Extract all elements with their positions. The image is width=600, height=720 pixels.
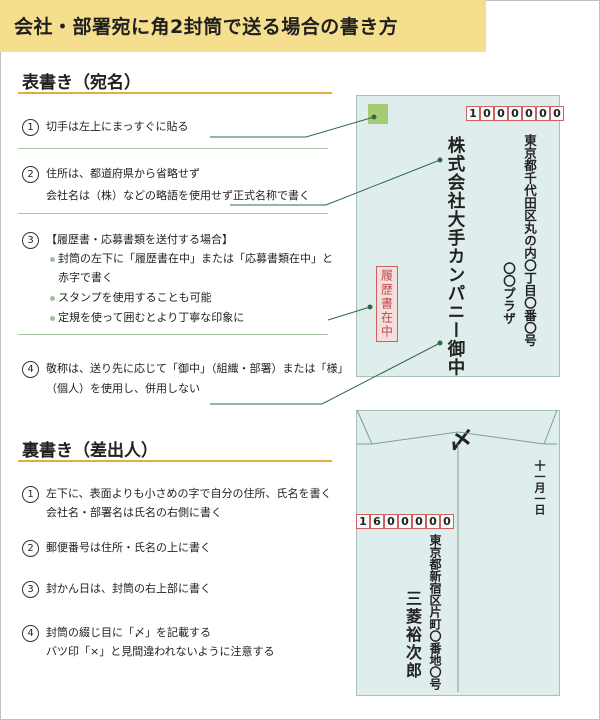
bullet-dot — [50, 257, 55, 262]
back-item-1-line-1: 左下に、表面よりも小さめの字で自分の住所、氏名を書く — [46, 487, 332, 500]
postal-digit: 0 — [494, 106, 508, 121]
front-item-2-line-2: 会社名は（株）などの略語を使用せず正式名称で書く — [46, 189, 310, 202]
postal-digit: 0 — [550, 106, 564, 121]
front-item-3-bullet-2: スタンプを使用することも可能 — [58, 291, 212, 304]
front-item-3-heading: 【履歴書・応募書類を送付する場合】 — [46, 233, 233, 246]
front-item-1-text: 切手は左上にまっすぐに貼る — [46, 120, 189, 133]
front-company-name: 株式会社大手カンパニー御中 — [445, 136, 465, 377]
postal-digit: 1 — [356, 514, 370, 529]
postal-digit: 0 — [384, 514, 398, 529]
separator — [18, 334, 328, 335]
postal-digit: 0 — [508, 106, 522, 121]
postal-digit: 1 — [466, 106, 480, 121]
page-title: 会社・部署宛に角2封筒で送る場合の書き方 — [14, 16, 399, 38]
front-item-4-line-1: 敬称は、送り先に応じて「御中」（組織・部署）または「様」 — [46, 362, 349, 375]
front-heading: 表書き（宛名） — [22, 73, 141, 93]
back-item-4-line-1: 封筒の綴じ目に「〆」を記載する — [46, 626, 211, 639]
front-item-3-bullet-1-line-2: 赤字で書く — [58, 271, 113, 284]
title-band: 会社・部署宛に角2封筒で送る場合の書き方 — [0, 0, 486, 52]
back-heading-rule — [18, 460, 332, 462]
separator — [18, 213, 328, 214]
bullet-dot — [50, 316, 55, 321]
bullet-dot — [50, 296, 55, 301]
leader-dot — [371, 114, 377, 120]
leader-dot — [437, 157, 443, 163]
front-item-1-number: 1 — [22, 119, 39, 136]
back-item-2-number: 2 — [22, 540, 39, 557]
back-item-4-number: 4 — [22, 625, 39, 642]
back-seal-date: 十一月一日 — [533, 460, 546, 515]
back-flap-right-edge — [543, 409, 558, 445]
front-item-3-bullet-3: 定規を使って囲むとより丁寧な印象に — [58, 311, 245, 324]
back-sender-address: 東京都新宿区片町〇番地〇号 — [428, 534, 442, 690]
back-item-1-number: 1 — [22, 486, 39, 503]
front-item-3-bullet-1-line-1: 封筒の左下に「履歴書在中」または「応募書類在中」と — [58, 252, 333, 265]
leader-line-address — [230, 159, 441, 206]
back-item-2-text: 郵便番号は住所・氏名の上に書く — [46, 541, 211, 554]
separator — [18, 148, 328, 149]
leader-line-honorific — [210, 342, 441, 405]
front-item-2-line-1: 住所は、都道府県から省略せず — [46, 167, 200, 180]
back-flap-left-edge — [356, 409, 373, 445]
leader-line-rireki — [327, 306, 371, 321]
back-item-3-number: 3 — [22, 581, 39, 598]
back-sender-name: 三菱裕次郎 — [403, 590, 422, 680]
leader-line-stamp — [210, 116, 375, 138]
front-item-4-number: 4 — [22, 361, 39, 378]
postal-digit: 0 — [536, 106, 550, 121]
front-address-line-2: 〇〇プラザ — [501, 262, 516, 325]
rireki-stamp: 履歴書在中 — [376, 266, 398, 342]
leader-dot — [367, 304, 373, 310]
front-item-4-line-2: （個人）を使用し、併用しない — [46, 382, 200, 395]
postal-digit: 0 — [522, 106, 536, 121]
postal-digit: 0 — [440, 514, 454, 529]
leader-dot — [437, 340, 443, 346]
postal-digit: 0 — [412, 514, 426, 529]
postal-digit: 0 — [398, 514, 412, 529]
back-item-3-text: 封かん日は、封筒の右上部に書く — [46, 582, 211, 595]
front-heading-rule — [18, 92, 332, 94]
front-item-3-number: 3 — [22, 232, 39, 249]
back-item-4-line-2: バツ印「×」と見間違われないように注意する — [46, 645, 275, 658]
back-item-1-line-2: 会社名・部署名は氏名の右側に書く — [46, 506, 222, 519]
postal-digit: 6 — [370, 514, 384, 529]
front-address-line-1: 東京都千代田区丸の内〇丁目〇番〇号 — [522, 134, 537, 347]
back-flap — [357, 431, 557, 445]
front-item-2-number: 2 — [22, 166, 39, 183]
postal-digit: 0 — [426, 514, 440, 529]
back-heading: 裏書き（差出人） — [22, 441, 158, 461]
postal-digit: 0 — [480, 106, 494, 121]
